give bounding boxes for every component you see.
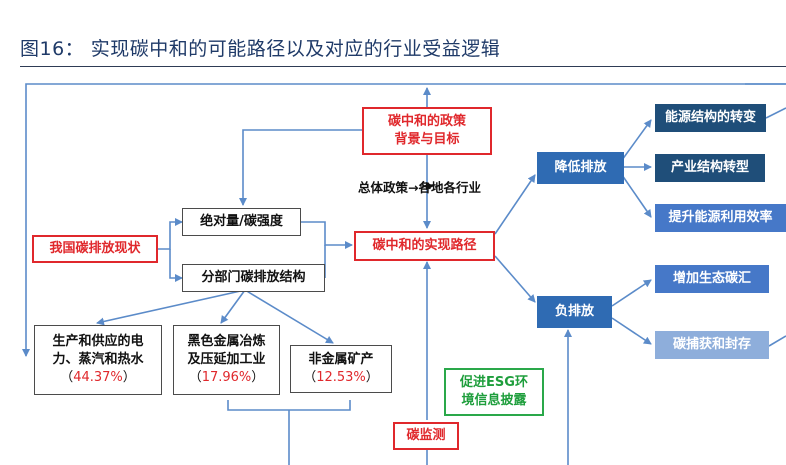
figure-title: 图16： 实现碳中和的可能路径以及对应的行业受益逻辑 [20,38,501,60]
sector-mineral-close: ） [365,370,379,385]
sector-steel-open: （ [188,370,202,385]
sector-mineral-box: 非金属矿产 （12.53%） [290,345,392,393]
sector-bracket [227,400,351,411]
sector-steel-line1: 黑色金属冶炼 [187,334,266,349]
reduce-emission-box: 降低排放 [537,152,624,184]
sector-mineral-open: （ [303,370,317,385]
sector-steel-close: ） [251,370,265,385]
energy-efficiency-box: 提升能源利用效率 [655,204,786,232]
sector-power-line2: 力、蒸汽和热水 [52,352,144,367]
sector-mineral-pct: 12.53% [316,370,366,385]
policy-background-box: 碳中和的政策 背景与目标 [362,107,492,155]
arrow-capture-out [768,335,786,347]
arrow-sector-to-mineral [244,289,334,344]
sector-power-open: （ [60,370,74,385]
arrow-status-to-sector [169,249,183,282]
arrow-path-to-reduce [494,174,536,235]
arrow-status-to-intensity [158,218,183,250]
arrow-sector-to-steel [220,289,246,324]
carbon-capture-box: 碳捕获和封存 [655,331,769,359]
arrow-negative-to-sink [611,279,652,307]
sector-power-close: ） [122,370,136,385]
sector-steel-pct: 17.96% [201,370,252,385]
carbon-monitoring-box: 碳监测 [393,422,459,450]
title-divider [20,66,786,67]
arrow-path-to-negative [494,255,536,303]
absolute-intensity-box: 绝对量/碳强度 [182,208,301,236]
arrow-intensity-to-path [301,221,353,249]
realization-path-box: 碳中和的实现路径 [354,231,495,261]
arrow-energy-out [765,107,786,119]
sector-steel-box: 黑色金属冶炼 及压延加工业 （17.96%） [173,325,280,395]
industrial-structure-box: 产业结构转型 [655,154,765,182]
arrow-negative-to-capture [611,317,652,345]
sector-power-pct: 44.37% [73,370,123,385]
negative-emission-box: 负排放 [537,296,612,328]
policy-background-line2: 背景与目标 [394,132,460,147]
ecological-sink-box: 增加生态碳汇 [655,265,769,293]
arrow-sector-to-power [96,289,246,326]
policy-background-line1: 碳中和的政策 [387,114,466,129]
arrow-reduce-to-efficiency [621,174,652,218]
sector-steel-line2: 及压延加工业 [187,352,266,367]
top-feedback-line [22,83,786,357]
esg-line2: 境信息披露 [461,393,527,408]
policy-flow-label: 总体政策→各地各行业 [358,180,481,195]
arrow-reduce-to-energy [621,119,652,161]
sector-mineral-line1: 非金属矿产 [308,352,374,367]
sector-power-line1: 生产和供应的电 [52,334,144,349]
sector-structure-box: 分部门碳排放结构 [182,264,325,292]
energy-structure-box: 能源结构的转变 [655,104,766,132]
esg-line1: 促进ESG环 [460,375,528,390]
sector-power-box: 生产和供应的电 力、蒸汽和热水 （44.37%） [34,325,162,395]
arrow-policy-to-intensity [239,129,362,206]
esg-disclosure-box: 促进ESG环 境信息披露 [444,368,544,416]
current-status-box: 我国碳排放现状 [32,235,158,263]
